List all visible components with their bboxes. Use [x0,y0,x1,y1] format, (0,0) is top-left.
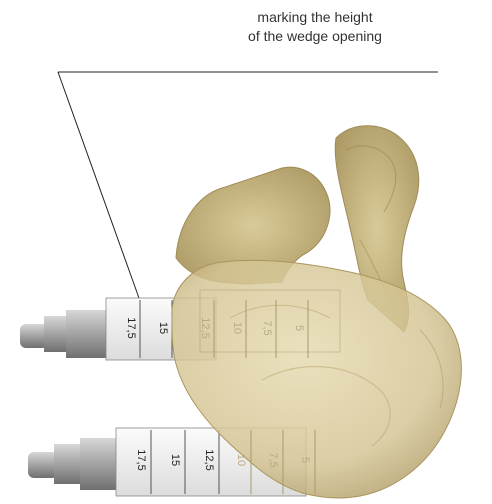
lower-scale-label: 12,5 [203,449,215,470]
upper-gauge-tip [20,324,48,348]
lower-scale-label: 10 [235,454,247,466]
upper-scale-label: 10 [231,322,243,334]
upper-gauge-shaft [66,310,110,358]
upper-scale-label: 15 [157,322,169,334]
lower-scale-label: 15 [169,454,181,466]
lower-gauge-tip [28,452,58,478]
upper-gauge-collar [44,316,68,352]
upper-scale-label: 5 [293,325,305,331]
upper-scale-label: 12,5 [199,317,211,338]
lower-gauge-shaft [80,438,120,490]
lower-scale-label: 7,5 [267,452,279,467]
lower-gauge-collar [54,444,82,484]
upper-scale-label: 17,5 [125,317,137,338]
lower-scale-label: 17,5 [135,449,147,470]
lower-scale-label: 5 [299,457,311,463]
upper-scale-label: 7,5 [261,320,273,335]
